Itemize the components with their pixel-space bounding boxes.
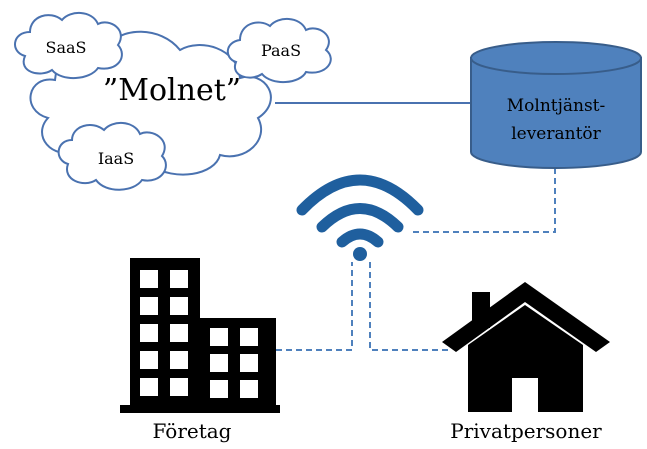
house-roof	[442, 282, 610, 352]
company-label: Företag	[153, 419, 232, 443]
cylinder-body	[470, 57, 642, 169]
dashed-connectors	[276, 168, 556, 351]
main-cloud-label: ”Molnet”	[103, 73, 241, 108]
company-wifi-connector	[276, 262, 353, 351]
provider-cylinder: Molntjänst- leverantör	[470, 41, 642, 169]
iaas-label: IaaS	[98, 149, 134, 168]
saas-cloud: SaaS	[14, 12, 123, 79]
house-door	[512, 378, 538, 412]
wifi-provider-connector	[413, 168, 556, 233]
provider-label-line1: Molntjänst-	[507, 96, 606, 116]
wifi-dot	[353, 247, 367, 261]
wifi-arc-inner	[336, 228, 384, 248]
private-label: Privatpersoner	[450, 419, 602, 443]
building-windows	[140, 270, 258, 398]
saas-label: SaaS	[46, 38, 87, 57]
saas-cloud-shape	[14, 12, 123, 79]
wifi-arc-middle	[316, 203, 404, 233]
paas-label: PaaS	[261, 41, 301, 60]
provider-label-line2: leverantör	[511, 124, 601, 144]
wifi-arc-outer	[296, 174, 424, 216]
private-wifi-connector	[369, 262, 452, 351]
building-base	[120, 405, 280, 413]
wifi-icon	[296, 174, 424, 261]
house-icon	[442, 282, 610, 412]
house-body	[468, 305, 583, 412]
office-building-icon	[120, 258, 280, 413]
iaas-cloud-shape	[57, 122, 167, 191]
cylinder-top	[470, 41, 642, 75]
iaas-cloud: IaaS	[57, 122, 167, 191]
paas-cloud: PaaS	[226, 18, 332, 83]
paas-cloud-shape	[226, 18, 332, 83]
